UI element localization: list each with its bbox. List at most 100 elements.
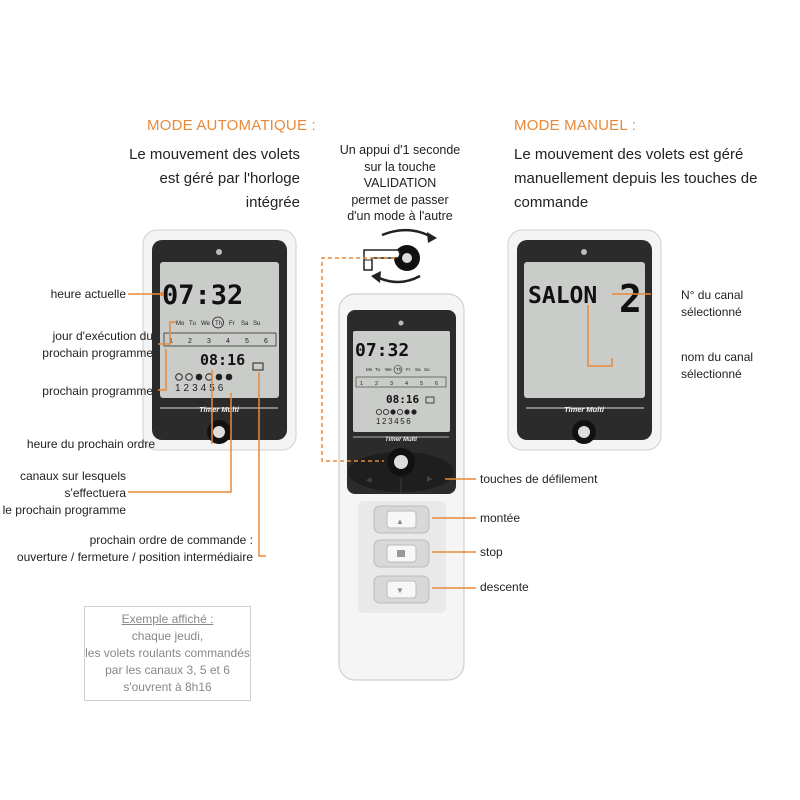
label-channel-number: N° du canal sélectionné [681, 287, 743, 321]
lcd-day: Fr [406, 367, 411, 372]
lcd-program: 3 [207, 338, 211, 345]
lcd-program: 5 [420, 381, 423, 387]
label-channel-number-line: N° du canal [681, 288, 744, 302]
label-exec-day-line: prochain programme [42, 346, 153, 360]
lcd-program: 1 [169, 338, 173, 345]
center-remote: 07:32 Mo Tu We Th Fr Sa Su 1 2 3 4 5 6 0… [338, 293, 465, 681]
lcd-program: 1 [360, 381, 363, 387]
lcd-day: We [201, 321, 211, 327]
selected-day-ring [212, 316, 224, 329]
stop-square-icon [397, 550, 405, 557]
label-next-command-line: prochain ordre de commande : [89, 533, 253, 547]
selected-day-ring [393, 365, 403, 374]
label-next-command: prochain ordre de commande : ouverture /… [17, 532, 253, 566]
led-icon [216, 249, 222, 255]
auto-mode-line: est géré par l'horloge intégrée [159, 170, 300, 211]
manual-mode-line: commande [514, 194, 589, 211]
manual-remote: SALON 2 Timer Multi [507, 229, 662, 451]
lcd-days: Mo Tu We Th Fr Sa Su [176, 316, 260, 329]
manual-mode-line: Le mouvement des volets est géré [514, 146, 744, 163]
example-title: Exemple affiché : [121, 612, 214, 626]
example-line: chaque jeudi, [131, 629, 204, 643]
brand-label: Timer Multi [564, 405, 605, 414]
validation-note-line: permet de passer [351, 192, 449, 207]
lcd-channel-dots [375, 408, 417, 415]
program-tabs-frame [355, 376, 447, 388]
lcd-program: 3 [390, 381, 393, 387]
led-icon [398, 320, 404, 326]
lcd-program: 6 [435, 381, 438, 387]
label-down: descente [480, 580, 529, 594]
rotate-arrow-bottom-icon [374, 274, 421, 284]
down-button-face [386, 580, 417, 599]
lcd-program: 4 [226, 338, 230, 345]
center-lcd [353, 331, 450, 432]
lcd-program-tabs: 1 2 3 4 5 6 [163, 332, 277, 347]
label-scroll-keys: touches de défilement [480, 472, 598, 486]
validation-note-line: sur la touche [364, 159, 436, 174]
lcd-day: Tu [189, 321, 196, 327]
up-button-face [386, 510, 417, 529]
down-arrow-icon: ▼ [396, 586, 404, 595]
up-arrow-icon: ▲ [396, 517, 404, 526]
rotate-arrow-top-icon [381, 229, 434, 240]
validation-note-line: VALIDATION [363, 176, 437, 190]
program-tabs-frame [163, 332, 277, 347]
example-line: s'ouvrent à 8h16 [123, 680, 212, 694]
label-channel-name: nom du canal sélectionné [681, 349, 753, 383]
label-next-command-line: ouverture / fermeture / position intermé… [16, 550, 253, 564]
lcd-day: Mo [366, 367, 373, 372]
lcd-program-tabs: 1 2 3 4 5 6 [360, 381, 438, 387]
lcd-program: 4 [405, 381, 408, 387]
leader-dots [160, 292, 164, 296]
label-next-program: prochain programme [42, 384, 153, 398]
lcd-day-selected: Th [396, 367, 402, 372]
label-exec-day: jour d'exécution du prochain programme [42, 328, 153, 362]
lcd-program: 6 [264, 338, 268, 345]
validation-button-center [213, 426, 225, 438]
manual-mode-line: manuellement depuis les touches de [514, 170, 758, 187]
command-icon [425, 396, 435, 404]
lcd-day: Sa [415, 367, 421, 372]
label-channel-name-line: sélectionné [681, 367, 742, 381]
validation-note: Un appui d'1 seconde sur la touche VALID… [320, 142, 480, 225]
lcd-day-selected: Th [215, 321, 222, 327]
lcd-program: 2 [375, 381, 378, 387]
validation-note-line: d'un mode à l'autre [347, 209, 453, 223]
lcd-channel-number: 2 [619, 277, 642, 321]
label-channel-number-line: sélectionné [681, 305, 742, 319]
manual-mode-description: Le mouvement des volets est géré manuell… [514, 143, 758, 215]
lcd-current-time: 07:32 [162, 280, 243, 311]
label-channels-line: le prochain programme [2, 503, 126, 517]
lcd-current-time: 07:32 [355, 340, 409, 361]
lcd-day: Su [424, 367, 430, 372]
validation-note-line: Un appui d'1 seconde [339, 143, 461, 157]
label-channels: canaux sur lesquels s'effectuera le proc… [3, 468, 126, 519]
brand-label: Timer Multi [199, 405, 240, 414]
label-channel-name-line: nom du canal [681, 350, 754, 364]
brand-label: Timer Multi [385, 437, 417, 443]
manual-lcd [524, 262, 645, 398]
lcd-program: 5 [245, 338, 249, 345]
lcd-day: Fr [229, 321, 235, 327]
validation-button-center [578, 426, 590, 438]
example-box: Exemple affiché : chaque jeudi, les vole… [84, 606, 251, 701]
command-icon [252, 362, 264, 371]
left-arrow-icon[interactable]: ◂ [366, 474, 372, 486]
right-arrow-icon[interactable]: ▸ [427, 473, 433, 485]
lcd-day: Tu [375, 367, 381, 372]
lcd-channel-numbers: 123456 [175, 383, 226, 394]
led-icon [581, 249, 587, 255]
label-channels-line: s'effectuera [64, 486, 126, 500]
lcd-channel-name: SALON [528, 283, 597, 309]
leader-lines [128, 257, 651, 589]
manual-mode-title: MODE MANUEL : [514, 117, 637, 134]
label-current-time: heure actuelle [50, 287, 126, 301]
lcd-days: Mo Tu We Th Fr Sa Su [366, 365, 430, 374]
label-next-order-time: heure du prochain ordre [26, 437, 155, 451]
label-up: montée [480, 511, 521, 525]
lcd-program: 2 [188, 338, 192, 345]
validation-dashed-line [321, 257, 395, 462]
lcd-next-time: 08:16 [200, 351, 245, 369]
